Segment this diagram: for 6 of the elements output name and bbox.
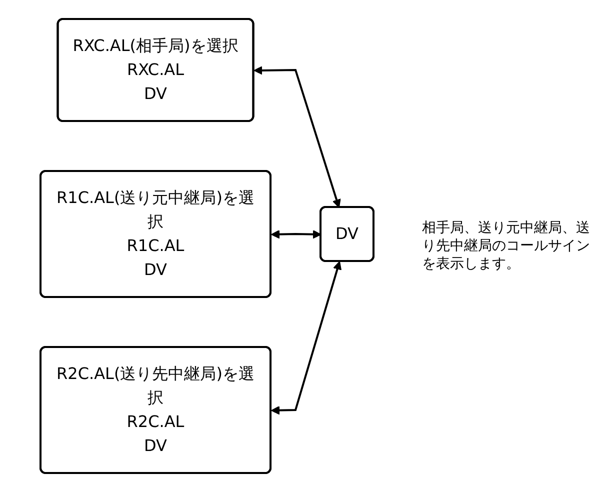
arrow bbox=[254, 66, 341, 208]
arrow bbox=[271, 261, 342, 415]
caption-text: 相手局、送り元中継局、送り先中継局のコールサインを表示します。 bbox=[422, 219, 591, 273]
arrow bbox=[271, 230, 322, 239]
node-text: R1C.AL(送り元中継局)を選択 R1C.AL DV bbox=[56, 188, 254, 279]
node-text: R2C.AL(送り先中継局)を選択 R2C.AL DV bbox=[56, 364, 254, 455]
